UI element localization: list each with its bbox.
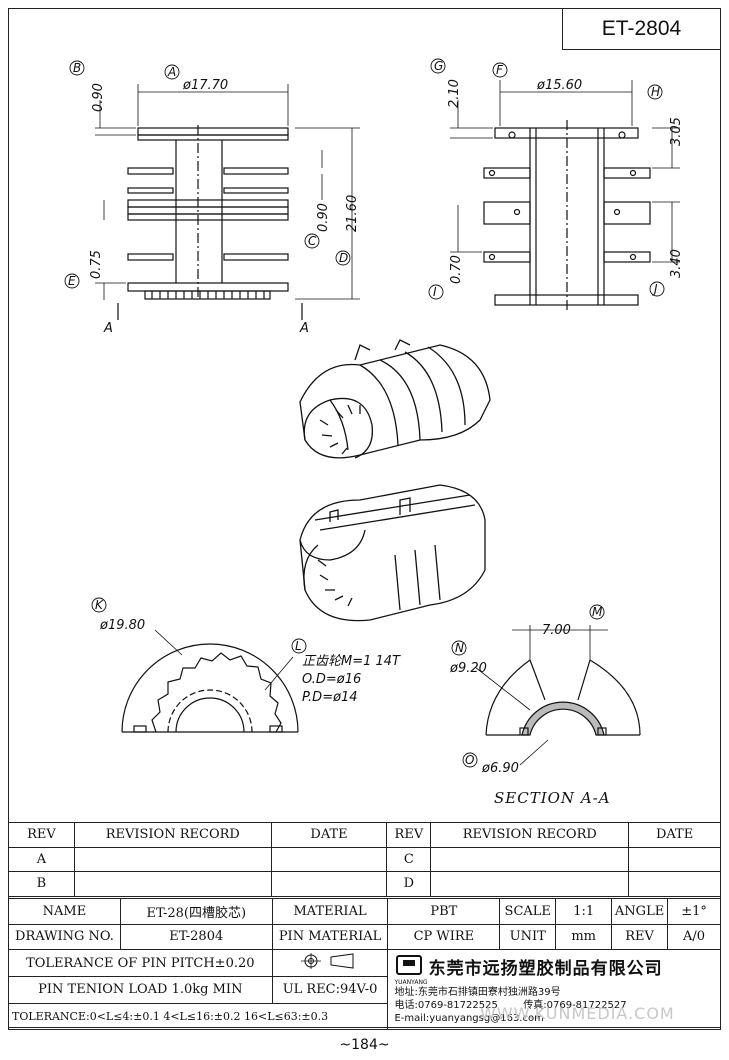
svg-text:L: L [295,639,302,653]
svg-text:O: O [465,753,474,767]
date-header: DATE [270,822,388,848]
revision-table: REV REVISION RECORD DATE REV REVISION RE… [8,822,721,897]
dim-k-value: ø19.80 [99,618,145,633]
dim-e-value: 0.75 [89,250,104,279]
angle-value: ±1° [667,898,721,925]
general-tolerance: TOLERANCE:0<L≤4:±0.1 4<L≤16:±0.2 16<L≤63… [7,1002,389,1031]
date-cell [628,871,721,897]
table-row: B D [8,871,721,897]
date-cell [270,846,388,872]
isometric-top-half [299,339,491,459]
date-cell [628,846,721,872]
svg-text:I: I [433,285,437,299]
record-cell [430,846,630,872]
rev-header-2: REV [386,822,432,848]
gear-detail [121,629,299,733]
company-block: YUANYANG 东莞市远扬塑胶制品有限公司 地址:东莞市石排镇田寮村独洲路39… [387,949,721,1031]
record-cell [73,871,272,897]
dim-b-value: 0.90 [91,83,106,112]
angle-label: ANGLE [611,898,669,925]
svg-text:F: F [496,63,504,77]
rev-cell: B [8,871,75,897]
revision-header-row: REV REVISION RECORD DATE REV REVISION RE… [8,822,721,848]
company-name: 东莞市远扬塑胶制品有限公司 [428,959,663,980]
watermark: WWW.KUNMEDIA.COM [480,1004,675,1023]
gear-note-line-1: 正齿轮M=1 14T [302,654,401,669]
revision-record-header: REVISION RECORD [73,822,272,848]
svg-text:M: M [592,605,603,619]
record-cell [430,871,630,897]
pin-pitch-tolerance: TOLERANCE OF PIN PITCH±0.20 [8,949,273,977]
drawing-no-value: ET-2804 [119,923,273,951]
svg-text:H: H [651,85,660,99]
projection-symbol [271,949,389,977]
company-phone: 电话:0769-81722525 [394,1000,498,1012]
projection-icon [301,953,354,970]
page-number: ~184~ [339,1037,390,1053]
company-fax: 传真:0769-81722527 [523,1000,627,1012]
unit-value: mm [555,923,613,951]
dim-d-value: 21.60 [345,195,360,232]
svg-text:E: E [68,274,76,288]
section-mark-right: A [299,321,309,336]
dim-g-value: 2.10 [447,79,462,108]
title-block: NAME ET-28(四槽胶芯) MATERIAL PBT SCALE 1:1 … [7,898,721,1031]
pin-tension-load: PIN TENION LOAD 1.0kg MIN [8,975,273,1004]
company-logo: YUANYANG [394,955,428,986]
ul-rating: UL REC:94V-0 [271,975,389,1004]
dim-a-value: ø17.70 [182,78,228,93]
drawing-no-label: DRAWING NO. [8,923,121,951]
name-value: ET-28(四槽胶芯) [119,898,273,925]
rev-header: REV [8,822,75,848]
dim-h-value: 3.05 [669,117,684,146]
company-address: 地址:东莞市石排镇田寮村独洲路39号 [394,987,561,999]
rev-label: REV [611,923,669,951]
rev-cell: A [8,846,75,872]
dim-c-value: 0.90 [316,203,331,232]
svg-text:B: B [73,61,81,75]
svg-text:C: C [308,234,317,248]
gear-note-line-2: O.D=ø16 [302,672,361,687]
unit-label: UNIT [499,923,557,951]
name-label: NAME [8,898,121,925]
section-a-a [474,625,641,766]
record-cell [73,846,272,872]
dim-f-value: ø15.60 [536,78,582,93]
rev-cell: C [386,846,432,872]
scale-value: 1:1 [555,898,613,925]
rev-cell: D [386,871,432,897]
technical-drawing: ø17.70 0.90 0.90 21.60 0.75 A A A B C D E [64,58,684,776]
company-contact: 电话:0769-81722525 传真:0769-81722527 [394,999,714,1012]
drawing-title: ET-2804 [562,8,721,50]
pin-material-label: PIN MATERIAL [271,923,389,951]
section-title: SECTION A-A [494,789,611,807]
date-header-2: DATE [628,822,721,848]
date-cell [270,871,388,897]
svg-text:D: D [339,251,348,265]
dim-j-value: 3.40 [669,249,684,278]
dim-m-value: 7.00 [542,623,571,638]
rev-value: A/0 [667,923,721,951]
scale-label: SCALE [499,898,557,925]
company-email: E-mail:yuanyangsg@163.com [394,1013,544,1025]
svg-text:G: G [434,59,443,73]
material-label: MATERIAL [271,898,389,925]
svg-text:K: K [95,598,104,612]
section-mark-left: A [103,321,113,336]
material-value: PBT [387,898,501,925]
front-view [95,84,360,320]
pin-material-value: CP WIRE [387,923,501,951]
svg-text:J: J [652,282,658,296]
dim-o-value: ø6.90 [481,761,519,776]
dim-i-value: 0.70 [449,255,464,284]
dim-n-value: ø9.20 [449,661,487,676]
svg-text:N: N [455,641,464,655]
gear-note-line-3: P.D=ø14 [302,690,358,705]
table-row: A C [8,846,721,872]
revision-record-header-2: REVISION RECORD [430,822,630,848]
isometric-bottom-half [299,484,486,622]
side-view [450,80,680,310]
svg-text:A: A [167,65,176,79]
